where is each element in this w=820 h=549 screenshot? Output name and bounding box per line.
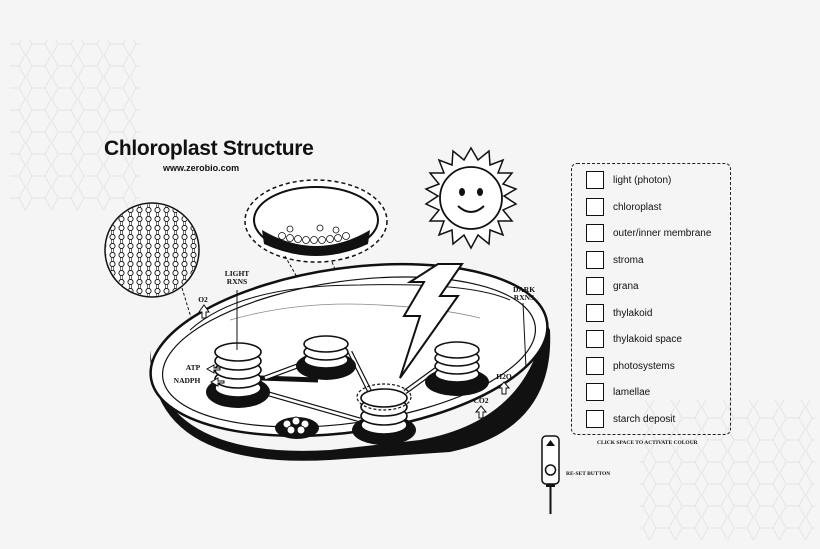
- sun-icon: [424, 146, 518, 250]
- co2-arrow-icon: [474, 405, 488, 419]
- checkbox-photosystems[interactable]: [586, 357, 604, 375]
- checkbox-stroma[interactable]: [586, 251, 604, 269]
- lightning-bolt-icon: [399, 263, 464, 379]
- chloroplast-body: [149, 262, 551, 461]
- granum-stack-front: [352, 383, 416, 445]
- legend-label: thylakoid: [613, 307, 653, 319]
- nadph-label: NADPH: [173, 376, 201, 385]
- checkbox-membrane[interactable]: [586, 224, 604, 242]
- pointer-lines: [236, 290, 527, 369]
- checkbox-lamellae[interactable]: [586, 383, 604, 401]
- page-title: Chloroplast Structure: [104, 137, 314, 160]
- legend-item-thylakoid-space[interactable]: thylakoid space: [586, 328, 682, 350]
- legend-panel: light (photon) chloroplast outer/inner m…: [571, 163, 731, 435]
- atp-arrow-icon: [205, 364, 221, 374]
- legend-label: light (photon): [613, 174, 672, 186]
- legend-label: outer/inner membrane: [613, 227, 712, 239]
- atp-label: ATP: [185, 363, 201, 372]
- legend-item-membrane[interactable]: outer/inner membrane: [586, 222, 711, 244]
- honeycomb-decoration-right: [640, 400, 815, 540]
- granum-stack-back: [296, 335, 356, 380]
- nadph-arrow-icon: [209, 377, 225, 387]
- starch-deposit: [275, 416, 319, 439]
- legend-label: starch deposit: [613, 413, 676, 425]
- legend-item-chloroplast[interactable]: chloroplast: [586, 196, 661, 218]
- checkbox-chloroplast[interactable]: [586, 198, 604, 216]
- co2-label: CO2: [473, 396, 489, 405]
- legend-label: grana: [613, 280, 639, 292]
- h2o-arrow-icon: [497, 381, 511, 395]
- checkbox-thylakoid[interactable]: [586, 304, 604, 322]
- checkbox-starch[interactable]: [586, 410, 604, 428]
- membrane-zoom-circle: [104, 202, 200, 335]
- granum-stack-left: [206, 342, 270, 408]
- legend-item-thylakoid[interactable]: thylakoid: [586, 302, 652, 324]
- legend-item-light[interactable]: light (photon): [586, 169, 671, 191]
- o2-label: O2: [198, 295, 208, 304]
- h2o-label: H2O: [496, 372, 512, 381]
- legend-label: photosystems: [613, 360, 675, 372]
- o2-arrow-icon: [198, 304, 210, 319]
- granum-stack-right: [425, 341, 489, 396]
- website-link[interactable]: www.zerobio.com: [163, 163, 240, 173]
- checkbox-thylakoid-space[interactable]: [586, 330, 604, 348]
- legend-label: stroma: [613, 254, 644, 266]
- legend-item-starch[interactable]: starch deposit: [586, 408, 675, 430]
- legend-label: thylakoid space: [613, 333, 682, 345]
- honeycomb-decoration-left: [10, 40, 140, 210]
- legend-hint: CLICK SPACE TO ACTIVATE COLOUR: [597, 440, 698, 446]
- checkbox-grana[interactable]: [586, 277, 604, 295]
- checkbox-light[interactable]: [586, 171, 604, 189]
- legend-item-lamellae[interactable]: lamellae: [586, 381, 650, 403]
- granum-zoom-ellipse: [244, 179, 388, 389]
- reset-button-label: RE-SET BUTTON: [566, 471, 611, 477]
- legend-item-grana[interactable]: grana: [586, 275, 639, 297]
- legend-label: chloroplast: [613, 201, 662, 213]
- legend-label: lamellae: [613, 386, 651, 398]
- reset-button[interactable]: [541, 435, 560, 514]
- legend-item-stroma[interactable]: stroma: [586, 249, 644, 271]
- legend-item-photosystems[interactable]: photosystems: [586, 355, 675, 377]
